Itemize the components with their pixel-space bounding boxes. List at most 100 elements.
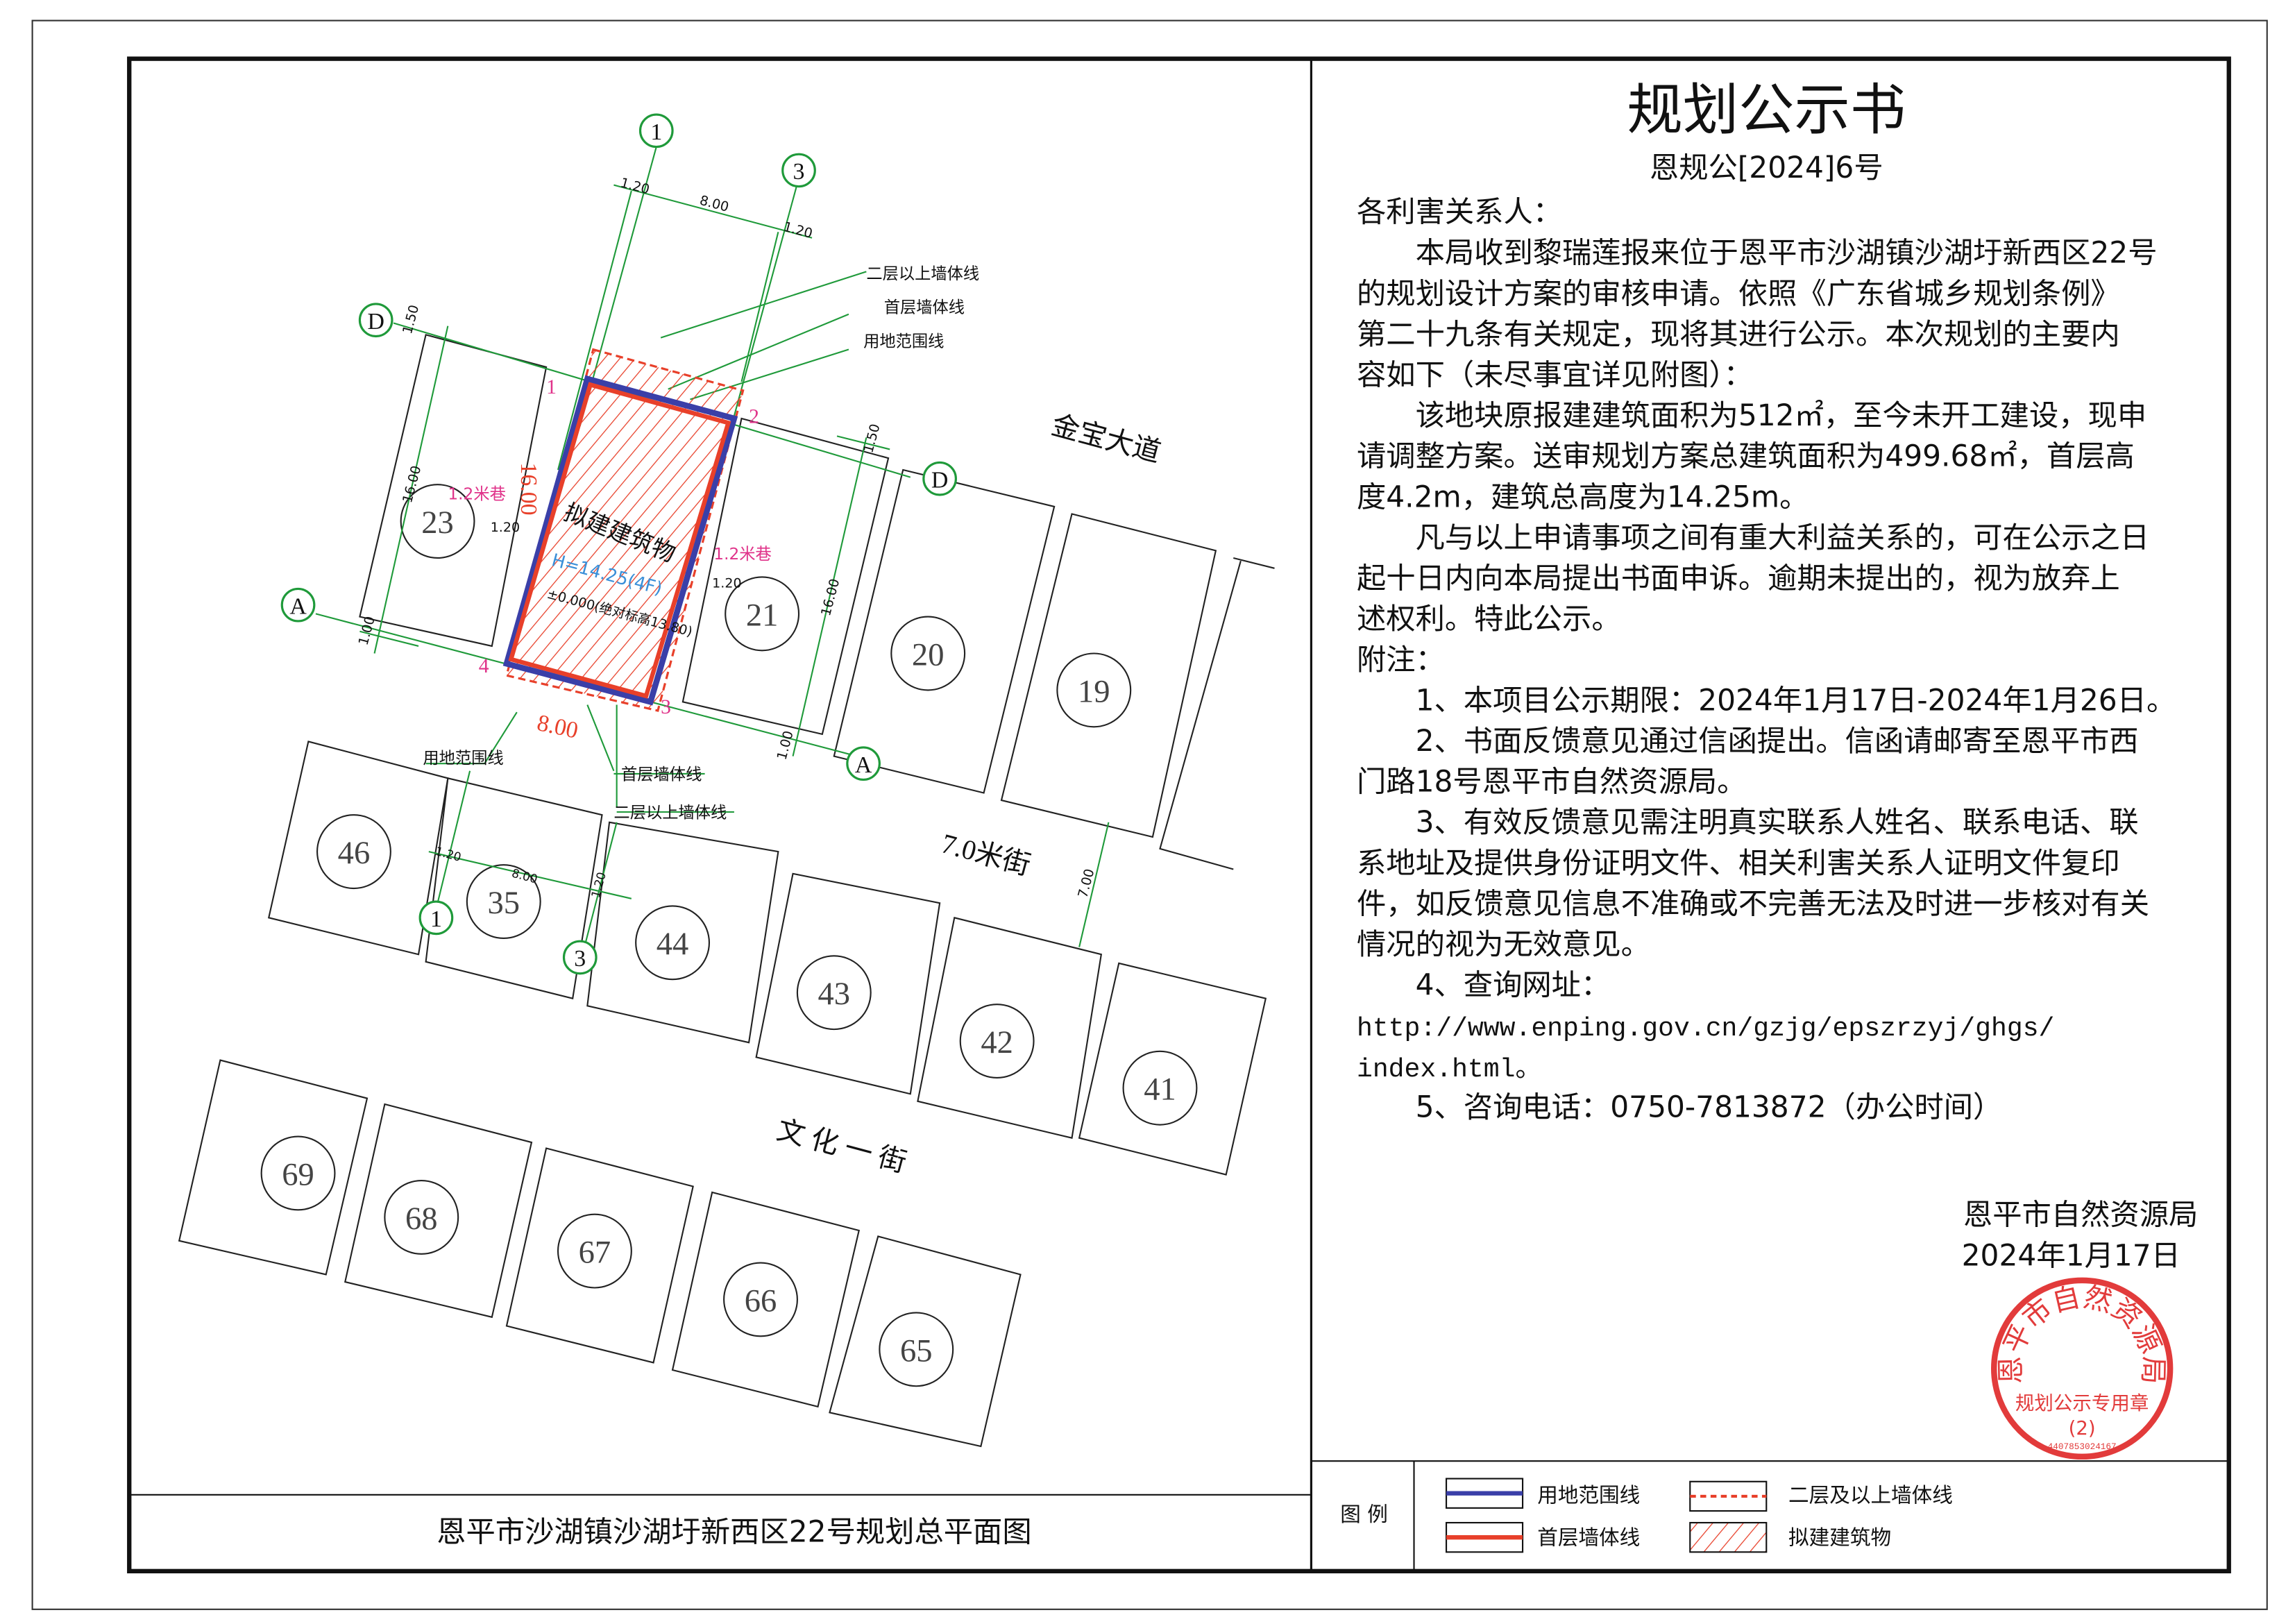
legend-title: 图 例 <box>1340 1503 1388 1526</box>
lot-41: 41 <box>1078 962 1267 1176</box>
lot-outline <box>505 1147 694 1364</box>
notice-line: 请调整方案。送审规划方案总建筑面积为499.68㎡，首层高 <box>1357 439 2135 473</box>
notice-line: 系地址及提供身份证明文件、相关利害关系人证明文件复印 <box>1357 846 2120 880</box>
legend-item-upper-wall: 二层及以上墙体线 <box>1689 1480 1953 1512</box>
dim-side: 1.20 <box>712 575 741 591</box>
axis-label: D <box>367 309 384 335</box>
lot-number: 19 <box>1078 674 1110 709</box>
lot-number-circle <box>635 905 711 981</box>
axis-label: 1 <box>650 119 662 145</box>
lot-outline <box>833 468 1056 794</box>
axis-label: 3 <box>793 159 805 185</box>
lot-number: 21 <box>746 598 779 633</box>
road-7m-street: 7.0米街 <box>938 827 1034 881</box>
inner-border <box>127 56 2231 1574</box>
axis-marker-1: 1 <box>638 113 674 149</box>
lot-number: 65 <box>900 1333 933 1369</box>
lot-43: 43 <box>755 872 941 1095</box>
dim-side: 1.20 <box>619 175 652 197</box>
lot-69: 69 <box>178 1059 369 1276</box>
notice-line: http://www.enping.gov.cn/gzjg/epszrzyj/g… <box>1357 1014 2054 1044</box>
plan-caption: 恩平市沙湖镇沙湖圩新西区22号规划总平面图 <box>437 1515 1031 1549</box>
axis-marker-A: A <box>846 746 881 781</box>
callout-upper-wall: 二层以上墙体线 <box>866 264 979 283</box>
dim-width: 8.00 <box>535 710 581 744</box>
corner-label: 4 <box>479 655 489 677</box>
lot-number: 41 <box>1144 1072 1176 1108</box>
lot-number-circle <box>890 616 966 691</box>
legend-label: 用地范围线 <box>1537 1483 1640 1507</box>
lot-number: 69 <box>282 1157 314 1192</box>
lot-number-circle <box>725 576 800 652</box>
lot-number: 23 <box>421 505 454 541</box>
lot-number: 68 <box>405 1201 438 1237</box>
seal-text: 恩平市自然资源局 <box>1995 1281 2169 1385</box>
dim-front: 1.50 <box>861 422 883 455</box>
lot-number-circle <box>879 1312 954 1387</box>
legend-label: 拟建建筑物 <box>1788 1526 1891 1550</box>
lot-edge <box>1233 557 1275 569</box>
lot-outline <box>425 777 603 1000</box>
axis-label: 3 <box>574 946 586 972</box>
dim-length: 16.00 <box>516 462 541 515</box>
lot-number-circle <box>557 1213 632 1289</box>
lot-44: 44 <box>586 821 779 1044</box>
lot-number-circle <box>723 1262 798 1337</box>
lot-outline <box>917 917 1103 1139</box>
outer-border <box>31 19 2268 1610</box>
notice-body: 本局收到黎瑞莲报来位于恩平市沙湖镇沙湖圩新西区22号的规划设计方案的审核申请。依… <box>1357 236 2176 1124</box>
notice-line: 度4.2m，建筑总高度为14.25m。 <box>1357 480 1809 514</box>
notice-line: 3、有效反馈意见需注明真实联系人姓名、联系电话、联 <box>1357 805 2139 839</box>
notice-line: 凡与以上申请事项之间有重大利益关系的，可在公示之日 <box>1357 521 2149 555</box>
signature-date: 2024年1月17日 <box>1962 1239 2180 1273</box>
lane-label-left: 1.2米巷 <box>448 484 506 503</box>
lot-number: 67 <box>579 1235 611 1271</box>
axis-marker-D: D <box>922 461 957 496</box>
seal-sub: 规划公示专用章 <box>2015 1392 2149 1414</box>
dimension-lines <box>315 146 1110 947</box>
lot-outline <box>1078 962 1267 1176</box>
lot-number-circle <box>959 1004 1035 1079</box>
notice-line: 情况的视为无效意见。 <box>1357 927 1650 961</box>
axis-label: 1 <box>430 906 442 932</box>
lot-outline <box>681 417 890 736</box>
dim-side: 1.20 <box>491 520 520 535</box>
dim-back: 1.00 <box>356 615 378 648</box>
corner-label: 3 <box>661 696 671 718</box>
notice-line: 2、书面反馈意见通过信函提出。信函请邮寄至恩平市西 <box>1357 724 2139 758</box>
dim-back: 1.00 <box>774 729 797 762</box>
callout-boundary: 用地范围线 <box>863 332 944 350</box>
lot-number-circle <box>1056 652 1132 728</box>
legend-label: 首层墙体线 <box>1537 1526 1640 1550</box>
lot-65: 65 <box>829 1235 1022 1448</box>
lot-number: 20 <box>912 637 945 673</box>
corner-label: 2 <box>749 405 759 428</box>
lot-outline <box>178 1059 369 1276</box>
seal-number: (2) <box>2069 1417 2096 1439</box>
callout-ground-wall: 首层墙体线 <box>884 298 965 317</box>
signature-org: 恩平市自然资源局 <box>1963 1198 2198 1232</box>
lot-66: 66 <box>671 1191 861 1408</box>
dim-lot-length: 16.00 <box>400 464 424 505</box>
lot-outline <box>755 872 941 1095</box>
official-seal: 恩平市自然资源局 规划公示专用章 (2) 4407853024167 <box>1990 1277 2174 1460</box>
lot-number: 66 <box>745 1283 777 1319</box>
notice-line: 容如下（未尽事宜详见附图）： <box>1357 358 1753 392</box>
axis-marker-D: D <box>358 303 393 338</box>
dim-top-width: 8.00 <box>698 193 731 215</box>
axis-marker-3: 3 <box>781 153 816 188</box>
lot-number-circle <box>1122 1050 1198 1126</box>
lot-outline <box>586 821 779 1044</box>
notice-title: 规划公示书 <box>1627 77 1906 142</box>
lot-outline <box>829 1235 1022 1448</box>
axis-marker-1: 1 <box>418 900 454 936</box>
callout-boundary-lower: 用地范围线 <box>423 749 503 768</box>
lot-outline <box>1000 513 1217 838</box>
proposed-building <box>502 348 745 712</box>
lot-19: 19 <box>1000 513 1217 838</box>
callout-ground-wall-lower: 首层墙体线 <box>621 765 702 784</box>
lot-number: 42 <box>981 1025 1013 1060</box>
